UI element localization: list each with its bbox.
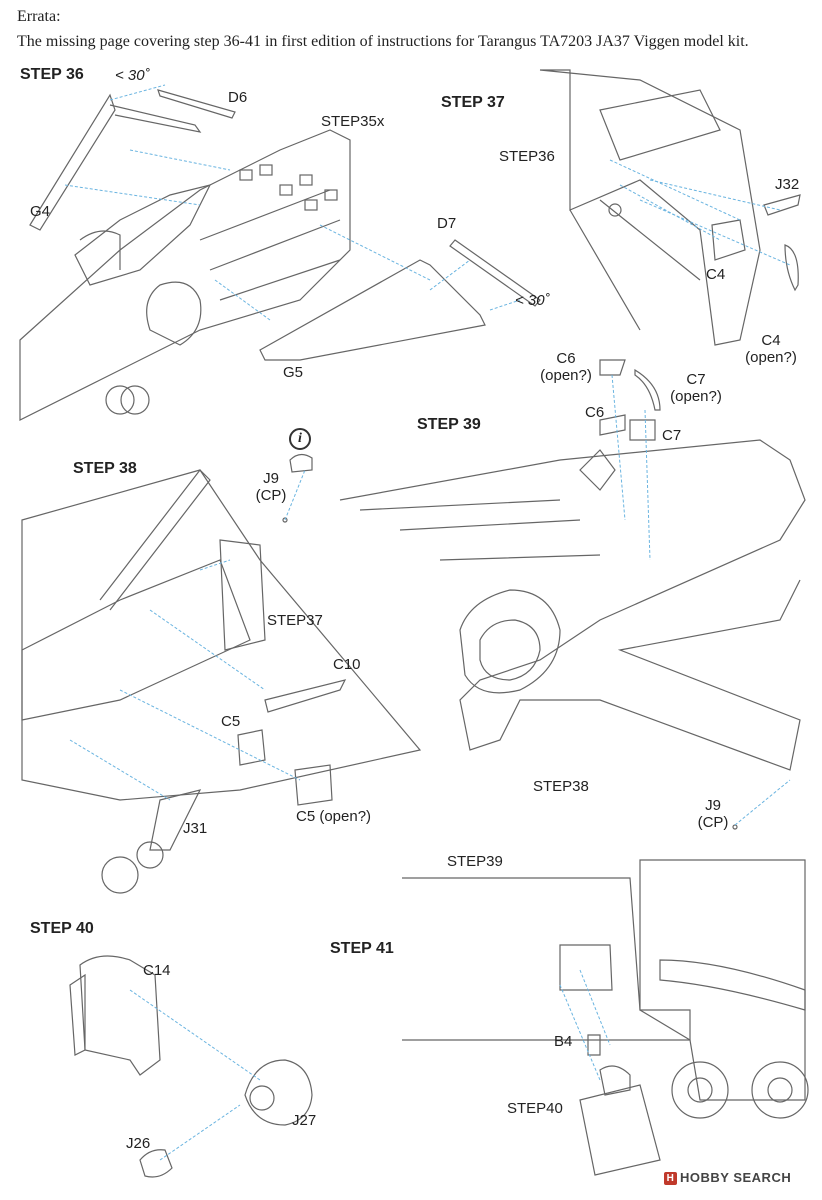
part-d7-label: D7 [437,215,457,232]
part-j27-label: J27 [292,1112,317,1129]
step39-drawing [339,359,806,830]
part-c5-open-label: C5 (open?) [296,808,372,825]
part-j26-label: J26 [126,1135,151,1152]
step-38-heading: STEP 38 [73,460,137,477]
part-j9-cp-label-step38: J9 (CP) [248,470,294,504]
part-j9-note: (CP) [697,814,729,831]
step-41-heading: STEP 41 [330,940,394,957]
watermark-text: HOBBY SEARCH [680,1170,792,1185]
step37-drawing [539,69,801,346]
step39-ref-label: STEP39 [447,853,503,870]
step35x-ref-label: STEP35x [321,113,385,130]
part-j9-name: J9 [705,797,721,814]
part-g4-label: G4 [30,203,51,220]
hobby-search-logo-icon: H [664,1172,677,1186]
part-c10-label: C10 [333,656,361,673]
part-j32-label: J32 [775,176,800,193]
part-c4-open-note: (open?) [745,349,797,366]
errata-title: Errata: [17,8,61,25]
part-c4-open-label: C4 (open?) [740,332,802,366]
part-c14-label: C14 [143,962,171,979]
step36-ref-label: STEP36 [499,148,555,165]
part-j9-cp-label-step39: J9 (CP) [690,797,736,831]
part-j9-name: J9 [263,470,279,487]
angle-label-right: < 30˚ [515,292,550,309]
errata-description: The missing page covering step 36-41 in … [17,33,749,50]
step-40-heading: STEP 40 [30,920,94,937]
step40-ref-label: STEP40 [507,1100,563,1117]
step-36-heading: STEP 36 [20,66,84,83]
step40-drawing [69,955,313,1178]
part-d6-label: D6 [228,89,248,106]
step-39-heading: STEP 39 [417,416,481,433]
step37-ref-label: STEP37 [267,612,323,629]
info-icon: i [289,428,311,450]
step36-drawing [19,89,541,421]
part-c6-open-label: C6 (open?) [534,350,598,384]
part-c6-label: C6 [585,404,605,421]
part-g5-label: G5 [283,364,304,381]
step38-ref-label: STEP38 [533,778,589,795]
step41-drawing [402,859,809,1176]
part-b4-label: B4 [554,1033,573,1050]
part-c5-label: C5 [221,713,241,730]
part-c4-open-name: C4 [761,332,781,349]
part-j9-note: (CP) [255,487,287,504]
part-c7-open-note: (open?) [670,388,722,405]
part-c6-open-name: C6 [556,350,576,367]
part-c7-open-label: C7 (open?) [664,371,728,405]
part-c4-label: C4 [706,266,726,283]
part-c7-label: C7 [662,427,682,444]
step-37-heading: STEP 37 [441,94,505,111]
step38-drawing [21,453,422,894]
part-c7-open-name: C7 [686,371,706,388]
part-j31-label: J31 [183,820,208,837]
angle-label-top: < 30˚ [115,67,150,84]
part-c6-open-note: (open?) [540,367,592,384]
